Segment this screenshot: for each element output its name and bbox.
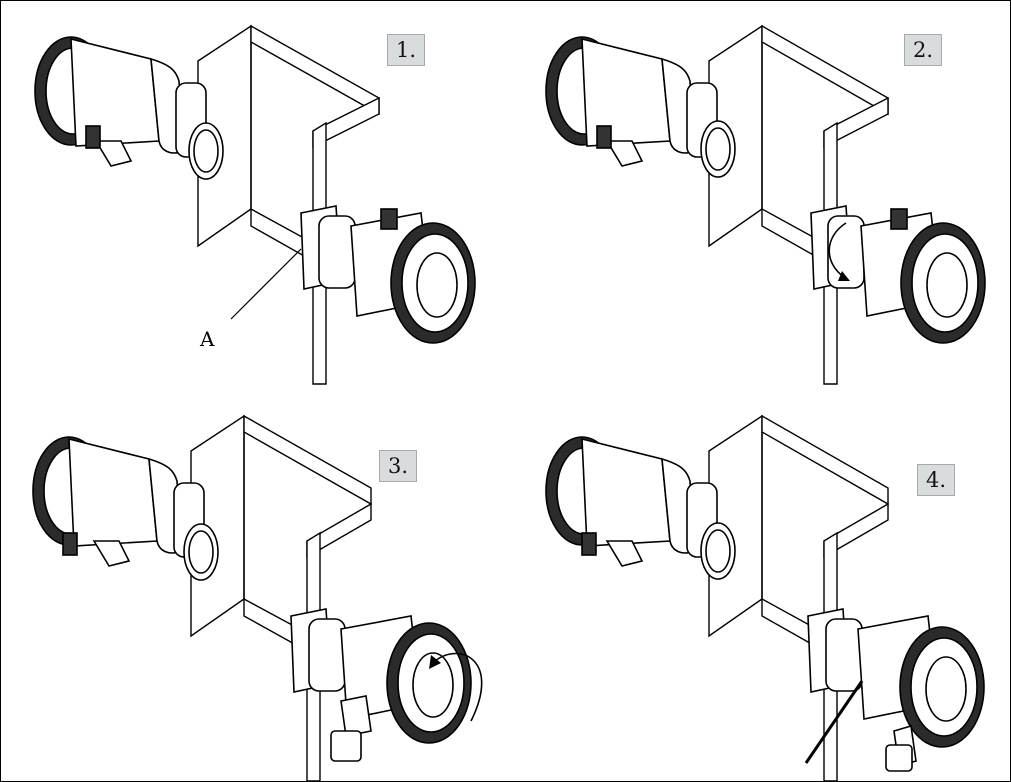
rear-device	[34, 36, 224, 180]
tool-handle	[804, 680, 864, 764]
step-panel-1: 1. A	[1, 1, 506, 391]
step-panel-3: 3.	[1, 391, 506, 781]
step-panel-4: 4.	[506, 391, 1011, 781]
step-4-illustration	[545, 414, 985, 781]
front-device	[807, 608, 985, 772]
rotation-arrow-head	[429, 655, 441, 669]
rear-device	[545, 36, 736, 178]
step-badge-3: 3.	[379, 450, 417, 482]
step-1-illustration	[34, 24, 476, 385]
step-badge-4: 4.	[917, 464, 955, 496]
rotation-arrow-head	[838, 271, 850, 281]
step-2-illustration	[545, 24, 986, 385]
rear-device	[545, 436, 736, 580]
rotation-arrow	[828, 222, 847, 278]
step-panel-2: 2.	[506, 1, 1011, 391]
step-3-illustration	[32, 414, 483, 781]
wall-corner	[197, 24, 380, 385]
wall-corner	[708, 414, 889, 781]
callout-leader	[230, 248, 302, 320]
step-badge-2: 2.	[904, 34, 942, 66]
step-badge-1: 1.	[387, 34, 425, 66]
rotation-arrow	[434, 652, 483, 722]
wall-corner	[708, 24, 889, 385]
front-device	[300, 205, 476, 344]
front-device	[290, 608, 472, 762]
rear-device	[32, 436, 219, 581]
callout-label-a: A	[200, 327, 215, 351]
